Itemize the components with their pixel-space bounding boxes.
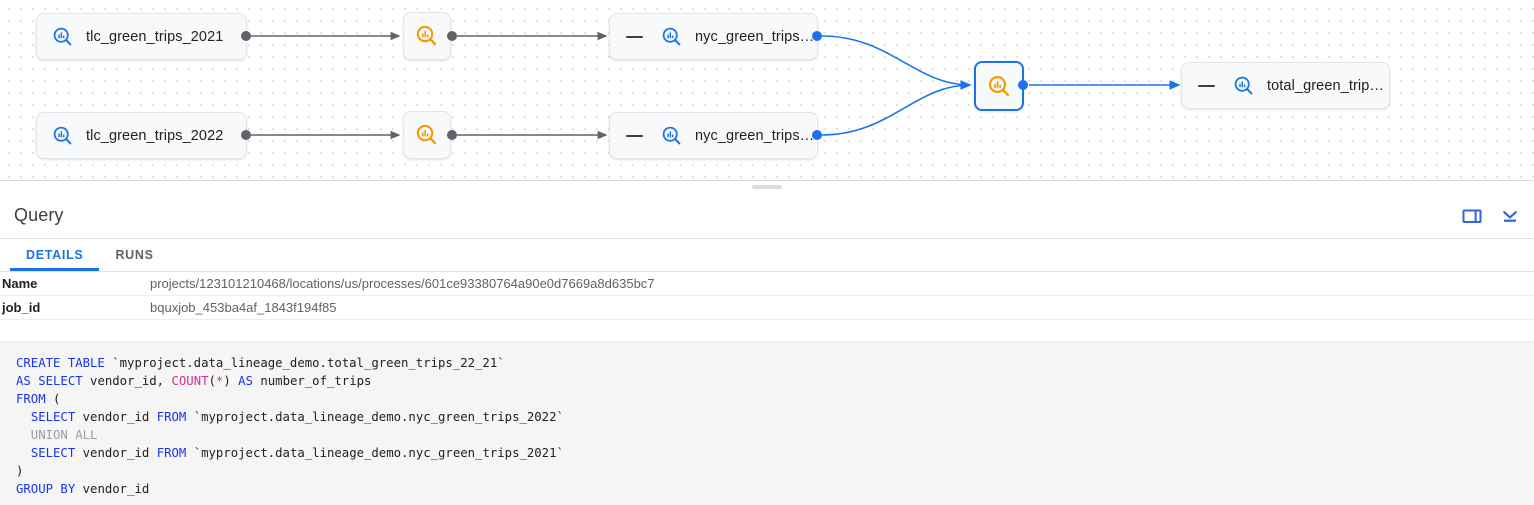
bigquery-table-search-icon [53, 126, 72, 144]
lineage-node-tlc-green-trips-2021[interactable]: tlc_green_trips_2021 [36, 13, 247, 60]
detail-row-job-id: job_id bquxjob_453ba4af_1843f194f85 [0, 296, 1534, 320]
sql-line: AS SELECT vendor_id, COUNT(*) AS number_… [16, 374, 372, 388]
bigquery-table-search-icon [662, 126, 681, 144]
lineage-node-process-selected[interactable] [974, 61, 1024, 111]
tab-details[interactable]: DETAILS [10, 239, 100, 271]
detail-key: job_id [2, 300, 41, 315]
lineage-node-process-bottom[interactable] [403, 111, 451, 159]
detail-key: Name [2, 276, 38, 291]
query-panel-header: Query [0, 193, 1534, 239]
sql-line: GROUP BY vendor_id [16, 482, 150, 496]
bigquery-table-search-icon [662, 27, 681, 45]
lineage-node-nyc-green-trips-bottom[interactable]: nyc_green_trips… [609, 112, 818, 159]
side-panel-icon[interactable] [1462, 206, 1482, 226]
node-output-port[interactable] [241, 130, 251, 140]
bigquery-table-search-icon [53, 27, 72, 45]
detail-value: projects/123101210468/locations/us/proce… [150, 276, 655, 291]
collapse-node-icon[interactable] [626, 35, 643, 38]
lineage-node-process-top[interactable] [403, 12, 451, 60]
sql-line: CREATE TABLE `myproject.data_lineage_dem… [16, 356, 505, 370]
node-output-port[interactable] [812, 31, 822, 41]
lineage-node-label: tlc_green_trips_2021 [86, 28, 224, 45]
bigquery-process-search-icon [988, 75, 1009, 96]
lineage-node-label: nyc_green_trips… [695, 28, 815, 45]
node-output-port[interactable] [812, 130, 822, 140]
panel-resize-area [0, 180, 1534, 193]
sql-code-text: CREATE TABLE `myproject.data_lineage_dem… [0, 354, 1534, 498]
sql-line: SELECT vendor_id FROM `myproject.data_li… [30, 410, 564, 424]
lineage-node-total-green-trips[interactable]: total_green_trip… [1181, 62, 1390, 109]
query-details-panel: Query DETAILS RUNS Name projects/1231012… [0, 193, 1534, 505]
sql-line: SELECT vendor_id FROM `myproject.data_li… [30, 446, 564, 460]
panel-drag-handle[interactable] [752, 185, 782, 189]
bigquery-table-search-icon [1234, 76, 1253, 94]
node-output-port[interactable] [1018, 80, 1028, 90]
detail-row-name: Name projects/123101210468/locations/us/… [0, 272, 1534, 296]
sql-line: UNION ALL [16, 428, 98, 442]
panel-title: Query [14, 205, 64, 225]
collapse-node-icon[interactable] [1198, 84, 1215, 87]
node-output-port[interactable] [447, 31, 457, 41]
collapse-node-icon[interactable] [626, 134, 643, 137]
details-table-spacer [0, 320, 1534, 342]
details-table: Name projects/123101210468/locations/us/… [0, 272, 1534, 342]
sql-code-block[interactable]: CREATE TABLE `myproject.data_lineage_dem… [0, 342, 1534, 505]
panel-header-actions [1462, 206, 1520, 226]
detail-value: bquxjob_453ba4af_1843f194f85 [150, 300, 337, 315]
tab-runs[interactable]: RUNS [115, 248, 154, 262]
lineage-node-nyc-green-trips-top[interactable]: nyc_green_trips… [609, 13, 818, 60]
collapse-panel-icon[interactable] [1500, 206, 1520, 226]
lineage-graph-canvas[interactable]: tlc_green_trips_2021 tlc_green_trips_202… [0, 0, 1534, 180]
lineage-node-label: total_green_trip… [1267, 77, 1384, 94]
sql-line: FROM ( [16, 392, 61, 406]
lineage-node-label: nyc_green_trips… [695, 127, 815, 144]
query-panel-tabs: DETAILS RUNS [0, 239, 1534, 272]
lineage-node-tlc-green-trips-2022[interactable]: tlc_green_trips_2022 [36, 112, 247, 159]
sql-line: ) [16, 464, 24, 478]
bigquery-process-search-icon [416, 25, 437, 46]
bigquery-process-search-icon [416, 124, 437, 145]
node-output-port[interactable] [241, 31, 251, 41]
node-output-port[interactable] [447, 130, 457, 140]
lineage-node-label: tlc_green_trips_2022 [86, 127, 224, 144]
